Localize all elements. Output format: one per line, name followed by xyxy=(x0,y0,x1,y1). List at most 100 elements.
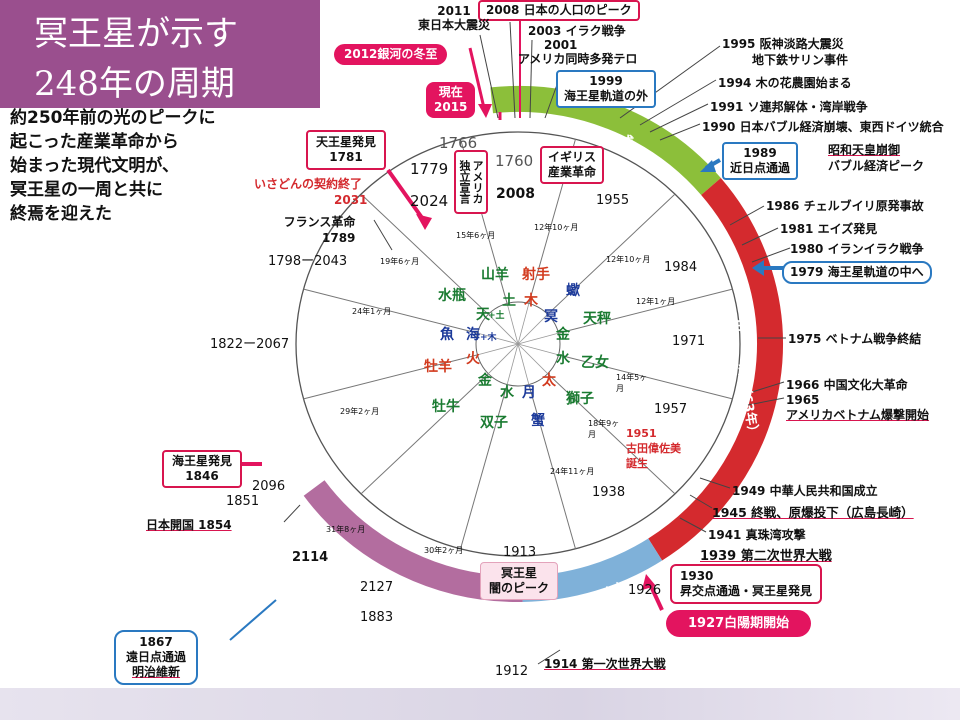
box-neptune-found: 海王星発見 1846 xyxy=(162,450,243,488)
event-1994: 1994 木の花農園始まる xyxy=(718,76,852,90)
event-line: アメリカ同時多発テロ xyxy=(518,52,638,66)
sign-aquarius: 水瓶 xyxy=(438,288,466,304)
event-1981: 1981 エイズ発見 xyxy=(780,222,878,236)
sign-aries: 牡羊 xyxy=(424,359,452,375)
box-line: 1989 xyxy=(743,146,777,160)
box-line: 明治維新 xyxy=(132,665,181,679)
box-line: 近日点通過 xyxy=(730,161,791,175)
spoke-line xyxy=(558,288,733,334)
year-1779: 1779 xyxy=(410,160,449,178)
inner-spoke xyxy=(488,343,519,374)
box-line: アメリカ xyxy=(471,160,484,204)
showa-arc xyxy=(648,178,783,561)
title-line1: 冥王星が示す xyxy=(34,14,238,54)
planet-mercury-1: 水 xyxy=(556,351,570,367)
intro-line: 始まった現代文明が、 xyxy=(10,156,179,176)
year-1851: 1851 xyxy=(226,494,260,509)
year-1955: 1955 xyxy=(596,193,630,208)
sign-leo: 獅子 xyxy=(566,391,594,407)
planet-saturn: 土 xyxy=(502,293,516,309)
sign-scorpio: 蠍 xyxy=(566,283,580,299)
sign-virgo: 乙女 xyxy=(581,355,609,371)
planet-uranus: 天 xyxy=(476,307,490,323)
box-line: 遠日点通過 xyxy=(126,650,187,664)
planet-venus-2: 金 xyxy=(478,373,492,389)
spoke-line xyxy=(460,384,508,549)
year-2114: 2114 xyxy=(292,550,329,565)
box-1867-aphelion: 1867 遠日点通過 明治維新 xyxy=(114,630,199,685)
planet-mercury-2: 水 xyxy=(500,385,514,401)
event-1966: 1966 中国文化大革命 xyxy=(786,378,908,392)
showa-label-2: 和 xyxy=(738,362,754,380)
inner-spoke xyxy=(517,343,548,374)
planet-small-jupiter: +木 xyxy=(480,333,497,343)
event-line: 古田偉佐美 xyxy=(626,442,681,455)
event-2003-2001: 2003 イラク戦争 2001 アメリカ同時多発テロ xyxy=(518,24,637,66)
event-1990: 1990 日本バブル経済崩壊、東西ドイツ統合 xyxy=(702,120,944,134)
box-1989-perihelion: 1989 近日点通過 xyxy=(722,142,799,180)
planet-pluto: 冥 xyxy=(544,309,558,325)
year-1883: 1883 xyxy=(360,610,394,625)
event-line: 誕生 xyxy=(626,457,648,470)
box-line: 産業革命 xyxy=(548,165,597,179)
sign-sagittarius: 射手 xyxy=(522,267,550,283)
box-britain: イギリス 産業革命 xyxy=(540,146,605,184)
sign-taurus: 牡牛 xyxy=(432,399,460,415)
inner-spoke xyxy=(506,343,519,385)
year-1822-2067: 1822ー2067 xyxy=(210,337,290,352)
event-line: フランス革命 xyxy=(283,215,356,229)
box-pluto-dark: 冥王星 闇のピーク xyxy=(480,562,559,600)
sign-capricorn: 山羊 xyxy=(481,267,509,283)
planet-neptune: 海 xyxy=(466,327,480,343)
event-1914: 1914 第一次世界大戦 xyxy=(544,657,666,671)
sign-libra: 天秤 xyxy=(583,311,611,327)
year-1912: 1912 xyxy=(495,664,529,679)
leader-lines xyxy=(283,21,791,665)
inner-spoke xyxy=(517,332,559,345)
spoke-line xyxy=(303,288,478,334)
arrows xyxy=(229,18,788,641)
center-circle xyxy=(475,301,561,387)
event-1986: 1986 チェルブイリ原発事故 xyxy=(766,199,924,213)
duration-label: 14年5ヶ月 xyxy=(616,373,648,393)
duration-label: 31年8ヶ月 xyxy=(326,525,366,534)
event-isadon: いさどんの契約終了 2031 xyxy=(254,176,367,208)
event-line: アメリカベトナム爆撃開始 xyxy=(786,408,930,422)
spoke-line xyxy=(303,354,478,400)
event-line: 東日本大震災 xyxy=(418,18,491,32)
spoke-line xyxy=(547,373,676,495)
event-2011: 2011 東日本大震災 xyxy=(418,4,490,32)
event-1945: 1945 終戦、原爆投下（広島長崎） xyxy=(712,505,914,520)
box-1930-ascending: 1930 昇交点通過・冥王星発見 xyxy=(670,564,823,604)
box-line: 昇交点通過・冥王星発見 xyxy=(680,584,813,598)
box-line: 冥王星 xyxy=(501,566,538,580)
box-1979-neptune: 1979 海王星軌道の中へ xyxy=(782,261,932,284)
duration-label: 12年1ヶ月 xyxy=(636,297,676,306)
event-line: いさどんの契約終了 xyxy=(254,177,363,191)
box-line: 1930 xyxy=(680,569,714,583)
year-1798-2043: 1798ー2043 xyxy=(268,254,348,269)
intro-line: 終焉を迎えた xyxy=(10,204,112,224)
box-line: 海王星発見 xyxy=(172,454,233,468)
planet-sun: 太 xyxy=(542,373,556,389)
event-1951: 1951 古田偉佐美 誕生 xyxy=(626,426,681,471)
event-line: 1789 xyxy=(322,231,356,245)
year-2008: 2008 xyxy=(496,186,535,202)
duration-label: 30年2ヶ月 xyxy=(424,546,464,555)
title-box: 冥王星が示す 248年の周期 xyxy=(0,0,320,108)
duration-label: 24年1ヶ月 xyxy=(352,307,392,316)
year-1760: 1760 xyxy=(495,152,534,170)
intro-text: 約250年前の光のピークに 起こった産業革命から 始まった現代文明が、 冥王星の… xyxy=(10,106,216,226)
box-uranus-found: 天王星発見 1781 xyxy=(306,130,387,170)
event-1941: 1941 真珠湾攻撃 xyxy=(708,528,806,542)
showa-label-1: 昭 xyxy=(736,318,752,336)
duration-label: 15年6ヶ月 xyxy=(456,231,496,240)
year-1957: 1957 xyxy=(654,402,688,417)
inner-spoke xyxy=(477,343,519,356)
box-now-line: 現在 xyxy=(438,85,463,99)
event-line: 昭和天皇崩御 xyxy=(828,143,901,157)
inner-spoke xyxy=(517,303,530,345)
year-1913: 1913 xyxy=(503,545,537,560)
event-1965: 1965 アメリカベトナム爆撃開始 xyxy=(786,393,929,423)
sign-gemini: 双子 xyxy=(480,415,508,431)
